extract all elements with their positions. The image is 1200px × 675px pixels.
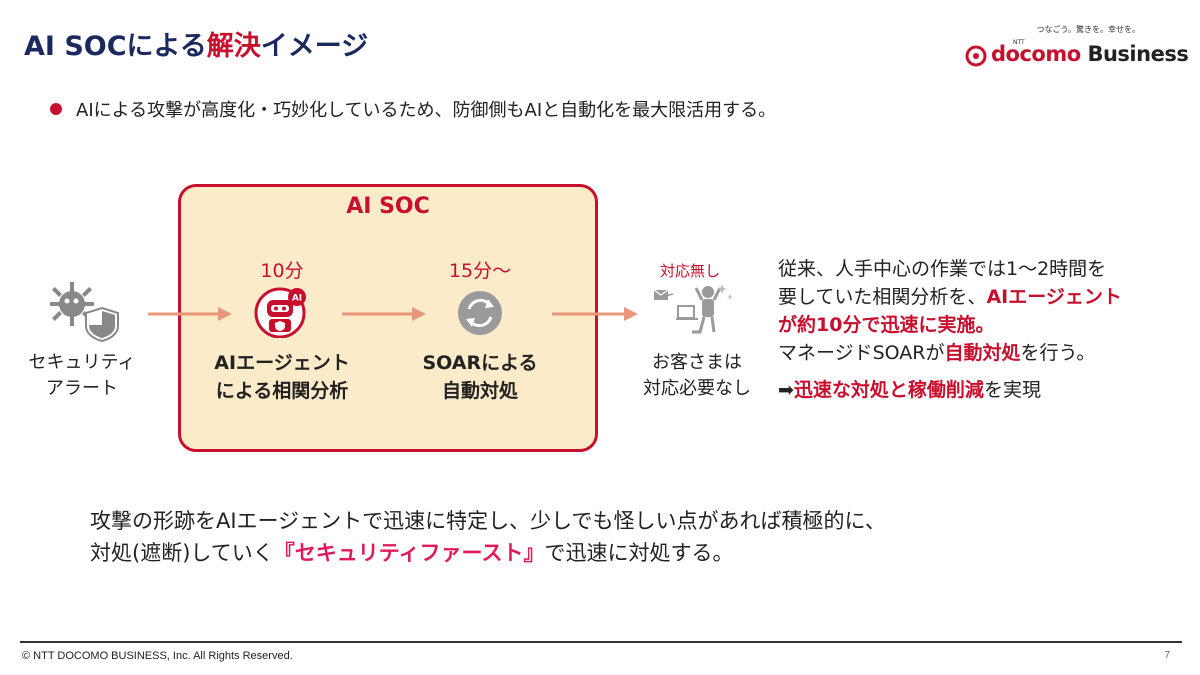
agent-label: AIエージェントによる相関分析 xyxy=(214,352,350,402)
arrow-right-icon xyxy=(342,307,426,321)
intro-bullet: AIによる攻撃が高度化・巧妙化しているため、防御側もAIと自動化を最大限活用する… xyxy=(50,96,776,122)
description-text: 従来、人手中心の作業では1～2時間を 要していた相関分析を、AIエージェント が… xyxy=(778,258,1122,364)
soar-cycle-icon xyxy=(458,291,502,335)
virus-shield-icon xyxy=(50,282,119,342)
relaxed-person-icon xyxy=(653,284,734,334)
security-first-highlight: 『セキュリティファースト』 xyxy=(273,540,545,565)
soar-time: 15分～ xyxy=(448,260,512,282)
ai-soc-title: AI SOC xyxy=(346,194,430,219)
result-arrow-icon: ➡ xyxy=(778,379,794,401)
ai-soc-box xyxy=(178,184,598,452)
alert-label: セキュリティアラート xyxy=(28,352,136,400)
ai-badge-text: AI xyxy=(292,294,302,304)
bullet-dot xyxy=(50,103,62,115)
arrow-right-icon xyxy=(552,307,638,321)
description-highlight: が約10分で迅速に実施。 xyxy=(778,313,995,336)
agent-time: 10分 xyxy=(260,260,304,282)
title-accent: 解決 xyxy=(206,31,261,62)
docomo-mark-icon xyxy=(965,45,987,67)
logo-ntt: NTT xyxy=(1013,39,1025,46)
result-text: ➡迅速な対処と稼働削減を実現 xyxy=(778,379,1041,401)
arrow-right-icon xyxy=(148,307,232,321)
description-highlight: 自動対処 xyxy=(944,341,1021,364)
description-highlight: AIエージェント xyxy=(986,285,1122,308)
page-title: AI SOCによる解決イメージ xyxy=(24,31,369,62)
footer-divider xyxy=(20,641,1182,643)
page-number: 7 xyxy=(1164,650,1170,661)
logo-tagline: つなごう。驚きを。幸せを。 xyxy=(1036,25,1140,34)
no-response-label: 対応無し xyxy=(660,262,721,280)
copyright: © NTT DOCOMO BUSINESS, Inc. All Rights R… xyxy=(22,650,293,662)
docomo-business-logo: つなごう。驚きを。幸せを。 NTT docomo Business xyxy=(965,20,1189,70)
customer-label: お客さまは対応必要なし xyxy=(643,352,751,400)
summary-text: 攻撃の形跡をAIエージェントで迅速に特定し、少しでも怪しい点があれば積極的に、 … xyxy=(90,509,886,565)
logo-wordmark: docomo Business xyxy=(991,42,1189,66)
soar-label: SOARによる自動対処 xyxy=(422,352,538,402)
ai-robot-icon: AI xyxy=(254,287,306,338)
